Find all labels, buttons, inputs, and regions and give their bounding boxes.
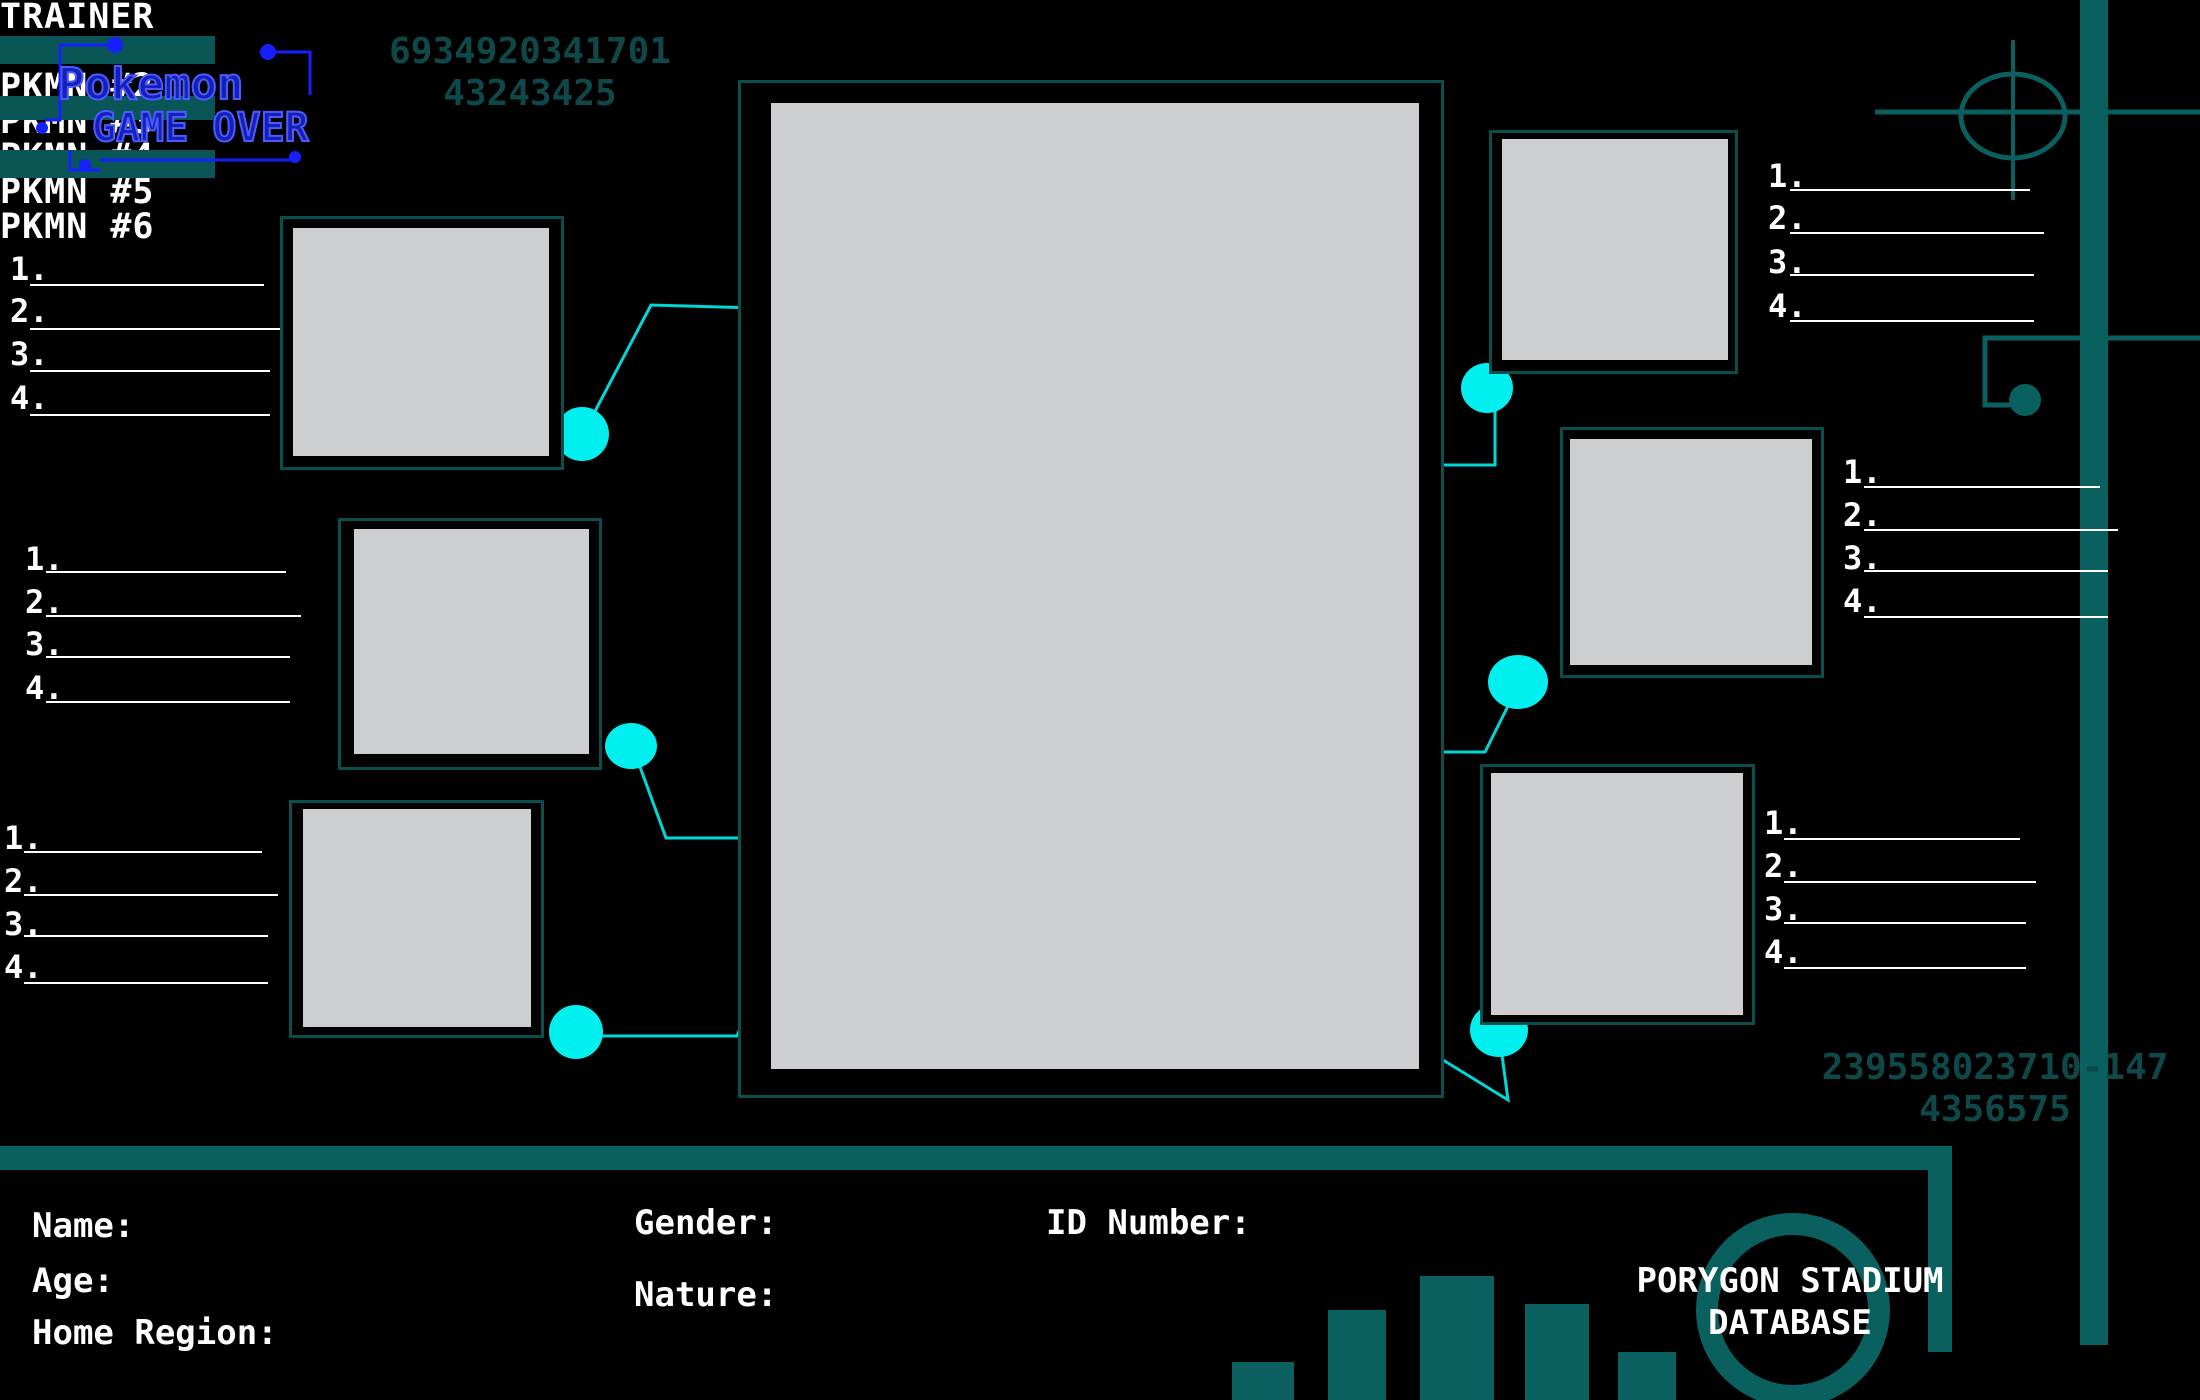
move-number: 3.: [1843, 539, 1882, 577]
logo-stripe: [0, 96, 215, 120]
home-region-label: Home Region:: [32, 1313, 278, 1353]
move-blank[interactable]: [24, 935, 268, 937]
move-blank[interactable]: [1784, 881, 2036, 883]
move-number: 3.: [1764, 890, 1803, 928]
move-blank[interactable]: [24, 982, 268, 984]
move-number: 4.: [10, 379, 49, 417]
move-number: 2.: [10, 292, 49, 330]
move-number: 3.: [4, 905, 43, 943]
move-blank[interactable]: [1784, 922, 2026, 924]
logo-line-1: Pokemon: [57, 59, 244, 110]
name-label: Name:: [32, 1206, 135, 1246]
pkmn-6-title: PKMN #6: [0, 207, 155, 247]
move-blank[interactable]: [1784, 967, 2026, 969]
connector-nodes: [549, 363, 1548, 1059]
nature-label: Nature:: [634, 1275, 778, 1315]
move-number: 4.: [1764, 933, 1803, 971]
crosshair-ring: [1958, 71, 2068, 161]
move-blank[interactable]: [30, 284, 264, 286]
database-title-line-2: DATABASE: [1708, 1303, 1872, 1343]
move-blank[interactable]: [1790, 320, 2034, 322]
move-blank[interactable]: [1864, 570, 2108, 572]
trainer-title: TRAINER: [0, 0, 155, 37]
move-number: 1.: [10, 250, 49, 288]
move-number: 4.: [4, 948, 43, 986]
serial-number-right: 239558023710-147 4356575: [1810, 1050, 2180, 1128]
move-number: 3.: [10, 335, 49, 373]
move-number: 1.: [1764, 804, 1803, 842]
bar-graph-bar: [1328, 1310, 1386, 1400]
logo: Pokemon GAME OVER: [57, 59, 310, 151]
gender-label: Gender:: [634, 1203, 778, 1243]
move-blank[interactable]: [1864, 486, 2100, 488]
move-number: 4.: [1768, 287, 1807, 325]
serial-right-line-1: 239558023710-147: [1821, 1047, 2169, 1088]
logo-circuit: [45, 43, 312, 172]
bottom-frame-line: [0, 1146, 1952, 1352]
bottom-ring: [1696, 1213, 1890, 1400]
move-blank[interactable]: [24, 851, 262, 853]
pkmn-2-image-slot[interactable]: [354, 529, 589, 754]
move-number: 1.: [1843, 453, 1882, 491]
move-blank[interactable]: [1864, 529, 2118, 531]
move-blank[interactable]: [46, 571, 286, 573]
pkmn-3-image-slot[interactable]: [303, 809, 531, 1027]
move-number: 3.: [1768, 243, 1807, 281]
pkmn-5-title: PKMN #5: [0, 172, 155, 212]
age-label: Age:: [32, 1261, 114, 1301]
pkmn-6-image-slot[interactable]: [1491, 773, 1743, 1015]
serial-number-top: 6934920341701 43243425: [380, 34, 680, 112]
connector-right-top: [1982, 335, 2200, 408]
move-blank[interactable]: [30, 370, 270, 372]
bar-graph-bar: [1525, 1304, 1589, 1400]
move-blank[interactable]: [1790, 189, 2030, 191]
database-title: PORYGON STADIUM DATABASE: [1590, 1264, 1990, 1340]
id-number-label: ID Number:: [1046, 1203, 1251, 1243]
move-number: 3.: [25, 625, 64, 663]
move-blank[interactable]: [30, 328, 280, 330]
move-number: 2.: [25, 583, 64, 621]
move-blank[interactable]: [1784, 838, 2020, 840]
move-blank[interactable]: [24, 894, 278, 896]
move-blank[interactable]: [46, 656, 290, 658]
trainer-image-slot[interactable]: [771, 103, 1419, 1069]
move-number: 2.: [1843, 496, 1882, 534]
connector-right-node: [2009, 384, 2041, 416]
right-vertical-bar: [2080, 0, 2108, 1345]
move-number: 2.: [1768, 199, 1807, 237]
move-number: 1.: [1768, 157, 1807, 195]
move-blank[interactable]: [1790, 274, 2034, 276]
serial-right-line-2: 4356575: [1919, 1089, 2071, 1130]
pkmn-1-image-slot[interactable]: [293, 228, 549, 456]
move-number: 2.: [4, 862, 43, 900]
logo-stripe: [0, 150, 215, 178]
move-number: 1.: [25, 540, 64, 578]
serial-top-line-1: 6934920341701: [389, 31, 671, 72]
bar-graph-bar: [1618, 1352, 1676, 1400]
move-number: 2.: [1764, 847, 1803, 885]
bar-graph-bar: [1232, 1362, 1294, 1400]
move-blank[interactable]: [1790, 232, 2044, 234]
serial-top-line-2: 43243425: [443, 73, 617, 114]
pkmn-5-image-slot[interactable]: [1570, 439, 1812, 665]
bar-graph-bar: [1420, 1276, 1494, 1400]
logo-stripe: [0, 36, 215, 64]
pkmn-4-image-slot[interactable]: [1502, 139, 1728, 360]
move-number: 4.: [25, 669, 64, 707]
logo-circuit-nodes: [36, 37, 301, 171]
logo-line-2: GAME OVER: [91, 105, 310, 151]
move-blank[interactable]: [1864, 616, 2108, 618]
move-number: 4.: [1843, 582, 1882, 620]
database-title-line-1: PORYGON STADIUM: [1636, 1261, 1944, 1301]
move-number: 1.: [4, 819, 43, 857]
move-blank[interactable]: [46, 701, 290, 703]
move-blank[interactable]: [46, 615, 301, 617]
move-blank[interactable]: [30, 414, 270, 416]
